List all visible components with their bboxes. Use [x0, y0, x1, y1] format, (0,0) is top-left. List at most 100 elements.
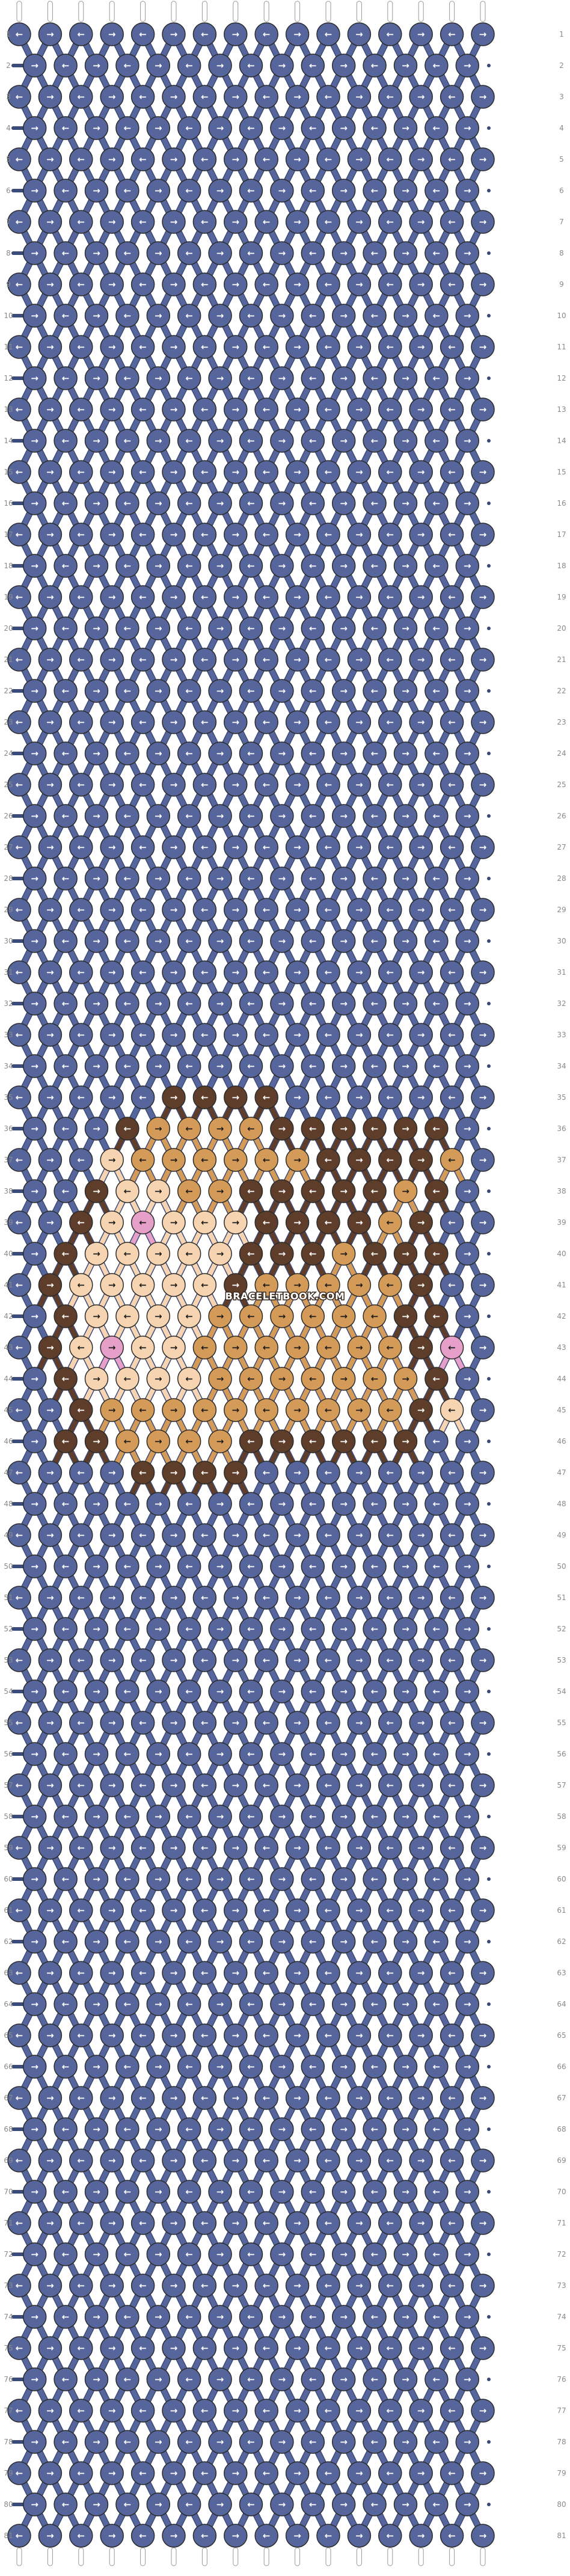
- thread-end-bottom: [449, 2547, 455, 2566]
- thread-end-bottom: [418, 2547, 424, 2566]
- thread-end-top: [325, 1, 331, 22]
- thread-end-bottom: [387, 2547, 393, 2566]
- knot: →: [84, 54, 109, 78]
- knot-direction-arrow: →: [479, 29, 487, 40]
- knot-direction-arrow: ←: [139, 29, 147, 40]
- knot: ←: [316, 85, 340, 109]
- knot-direction-arrow: →: [464, 60, 471, 71]
- knot: →: [347, 22, 372, 46]
- knot-direction-arrow: →: [402, 60, 409, 71]
- knot-direction-arrow: →: [355, 29, 363, 40]
- knot: →: [38, 85, 63, 109]
- knot-direction-arrow: →: [293, 91, 301, 102]
- knot: →: [208, 54, 232, 78]
- knot-direction-arrow: →: [170, 29, 178, 40]
- knot: ←: [54, 54, 78, 78]
- knot-direction-arrow: ←: [325, 29, 332, 40]
- knot: ←: [7, 22, 31, 46]
- knot-grid: ← → ← → ← → ← → ← → ← → ← → ← → → ← → ← → ← → ← → ← → ← → ← → ← → ← → ← → ← → ←…: [7, 22, 495, 2548]
- knot: →: [347, 85, 372, 109]
- knot-direction-arrow: ←: [139, 91, 147, 102]
- knot: →: [22, 54, 47, 78]
- knot: ←: [69, 22, 93, 46]
- thread-end-bottom: [16, 2547, 22, 2566]
- knot: →: [409, 22, 433, 46]
- knot-direction-arrow: ←: [263, 29, 271, 40]
- knot-direction-arrow: ←: [78, 91, 85, 102]
- knot: ←: [301, 54, 325, 78]
- knot: ←: [363, 54, 387, 78]
- thread-end-top: [171, 1, 177, 22]
- knot: ←: [316, 22, 340, 46]
- knot-direction-arrow: ←: [62, 60, 70, 71]
- thread-end-top: [109, 1, 115, 22]
- knot: ←: [69, 85, 93, 109]
- knot-direction-arrow: →: [108, 29, 116, 40]
- thread-end-top: [78, 1, 84, 22]
- thread-end-top: [356, 1, 362, 22]
- knot: →: [162, 85, 186, 109]
- thread-end-top: [295, 1, 301, 22]
- knot: →: [224, 22, 248, 46]
- knot: →: [471, 22, 495, 46]
- knot: →: [100, 22, 124, 46]
- knot-direction-arrow: ←: [387, 29, 394, 40]
- knot: ←: [378, 22, 402, 46]
- knot-direction-arrow: →: [232, 91, 240, 102]
- thread-end-top: [233, 1, 239, 22]
- thread-end-top: [480, 1, 486, 22]
- knot-direction-arrow: ←: [16, 29, 23, 40]
- thread-end-bottom: [233, 2547, 239, 2566]
- knot-direction-arrow: →: [108, 91, 116, 102]
- knot-direction-arrow: ←: [325, 91, 332, 102]
- knot-direction-arrow: ←: [371, 60, 379, 71]
- knot-direction-arrow: →: [293, 29, 301, 40]
- knot-direction-arrow: →: [340, 60, 348, 71]
- knot: ←: [254, 85, 278, 109]
- knot: →: [285, 22, 310, 46]
- knot: ←: [192, 22, 217, 46]
- knot: ←: [192, 85, 217, 109]
- knot-direction-arrow: ←: [263, 91, 271, 102]
- knot: ←: [115, 54, 139, 78]
- knot-direction-arrow: →: [93, 60, 100, 71]
- thread-end-top: [47, 1, 53, 22]
- thread-end-top: [418, 1, 424, 22]
- thread-end-top: [16, 1, 22, 22]
- thread-end-bottom: [78, 2547, 84, 2566]
- thread-end-bottom: [295, 2547, 301, 2566]
- thread-end-bottom: [480, 2547, 486, 2566]
- knot-direction-arrow: ←: [247, 60, 255, 71]
- thread-end-bottom: [47, 2547, 53, 2566]
- knot: ←: [254, 22, 278, 46]
- knot-direction-arrow: ←: [16, 91, 23, 102]
- knot: ←: [440, 22, 464, 46]
- knot-direction-arrow: →: [46, 29, 54, 40]
- thread-end-top: [263, 1, 269, 22]
- knot-direction-arrow: ←: [201, 29, 209, 40]
- knot: →: [146, 54, 171, 78]
- knot-direction-arrow: ←: [78, 29, 85, 40]
- knot-direction-arrow: ←: [433, 60, 441, 71]
- knot-direction-arrow: →: [31, 60, 38, 71]
- knot: →: [285, 85, 310, 109]
- knot-direction-arrow: →: [232, 29, 240, 40]
- knot-direction-arrow: ←: [309, 60, 317, 71]
- knot: →: [331, 54, 356, 78]
- knot: ←: [130, 22, 155, 46]
- thread-end-top: [449, 1, 455, 22]
- knot: ←: [130, 85, 155, 109]
- knot-direction-arrow: →: [170, 91, 178, 102]
- knot-direction-arrow: ←: [201, 91, 209, 102]
- knot: →: [270, 54, 294, 78]
- knot: →: [224, 85, 248, 109]
- knot-direction-arrow: ←: [448, 29, 456, 40]
- knot-direction-arrow: →: [46, 91, 54, 102]
- knot: →: [38, 22, 63, 46]
- knot-direction-arrow: ←: [124, 60, 132, 71]
- knot: →: [393, 54, 418, 78]
- knot: →: [162, 22, 186, 46]
- thread-end-top: [201, 1, 207, 22]
- knot: →: [455, 54, 480, 78]
